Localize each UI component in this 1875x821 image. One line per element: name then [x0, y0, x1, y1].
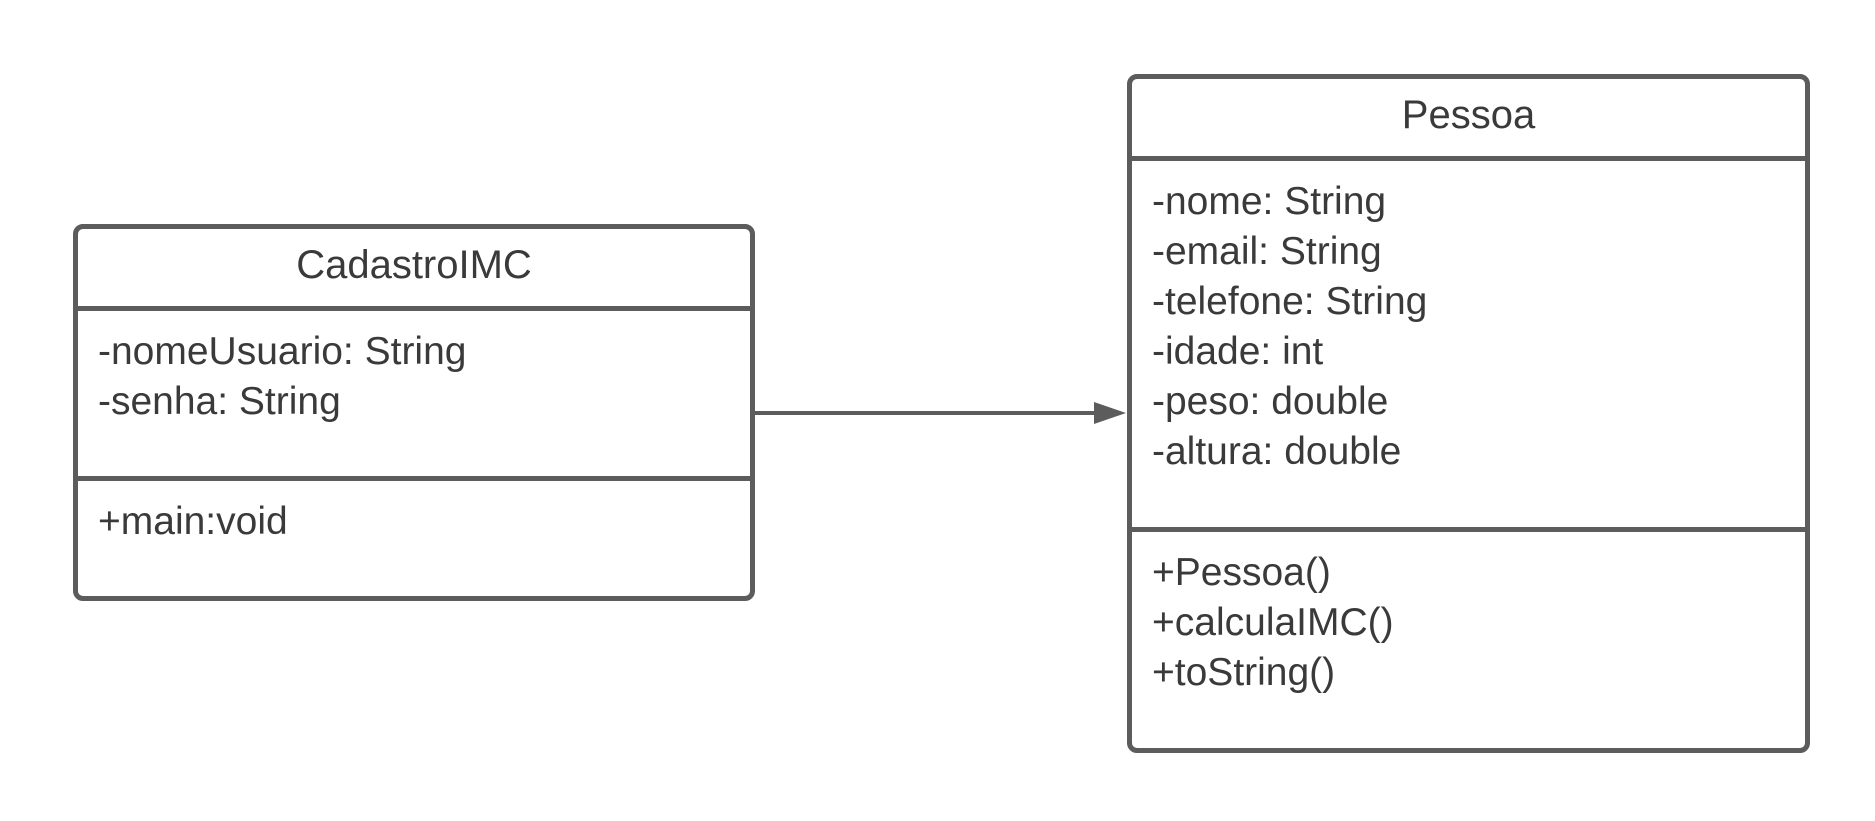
operation-item: +toString() — [1152, 651, 1336, 694]
compartment-divider — [78, 306, 750, 311]
class-name: Pessoa — [1401, 93, 1536, 137]
class-header: CadastroIMC — [78, 229, 750, 306]
class-header: Pessoa — [1132, 79, 1805, 156]
association-arrowhead — [1094, 402, 1126, 424]
class-name: CadastroIMC — [296, 243, 532, 287]
attribute-item: -idade: int — [1152, 330, 1324, 373]
attribute-item: -nomeUsuario: String — [98, 330, 467, 373]
attribute-item: -nome: String — [1152, 180, 1387, 223]
attribute-item: -peso: double — [1152, 380, 1389, 423]
class-box-cadastroimc[interactable]: CadastroIMC -nomeUsuario: String -senha:… — [73, 224, 755, 601]
compartment-divider — [78, 476, 750, 481]
compartment-divider — [1132, 156, 1805, 161]
operation-item: +Pessoa() — [1152, 551, 1331, 594]
attributes-compartment: -nomeUsuario: String -senha: String — [78, 311, 750, 476]
operations-compartment: +main:void — [78, 481, 750, 596]
attribute-item: -telefone: String — [1152, 280, 1428, 323]
operation-item: +main:void — [98, 500, 288, 543]
compartment-divider — [1132, 527, 1805, 532]
operations-compartment: +Pessoa() +calculaIMC() +toString() — [1132, 532, 1805, 748]
attributes-compartment: -nome: String -email: String -telefone: … — [1132, 161, 1805, 527]
operation-item: +calculaIMC() — [1152, 601, 1394, 644]
attribute-item: -senha: String — [98, 380, 341, 423]
attribute-item: -altura: double — [1152, 430, 1402, 473]
class-box-pessoa[interactable]: Pessoa -nome: String -email: String -tel… — [1127, 74, 1810, 753]
attribute-item: -email: String — [1152, 230, 1382, 273]
